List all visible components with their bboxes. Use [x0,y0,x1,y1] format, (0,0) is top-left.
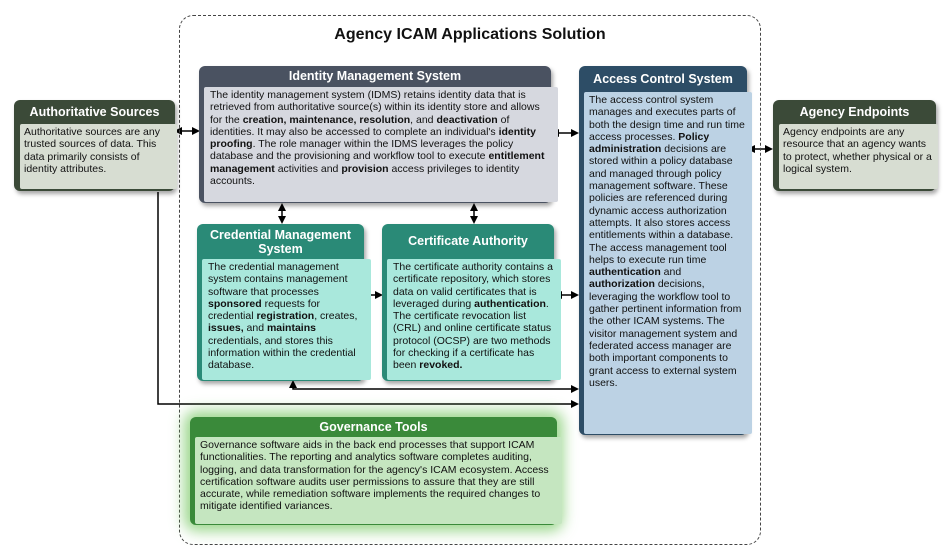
text-segment: of identities. It may also be accessed t… [210,113,510,138]
governance-tools-title: Governance Tools [319,420,428,434]
credential-management-box: Credential Management System The credent… [197,224,371,381]
text-segment: Governance software aids in the back end… [200,439,549,513]
identity-management-body: The identity management system (IDMS) re… [204,87,558,202]
arrow-credential-access-bottom [289,380,579,393]
text-segment: maintains [266,322,316,335]
text-segment: and [243,322,267,335]
authoritative-sources-box: Authoritative Sources Authoritative sour… [14,100,177,191]
certificate-authority-title: Certificate Authority [408,234,528,248]
text-segment: , creates, [314,310,358,323]
identity-management-box: Identity Management System The identity … [199,66,558,203]
text-segment: decisions, leveraging the workflow tool … [589,278,742,389]
text-segment: provision [341,162,389,175]
text-segment: decisions are stored within a policy dat… [589,143,734,266]
text-segment: requests for credential [208,297,321,323]
text-segment: sponsored [208,297,262,310]
text-segment: entitlement management [210,150,545,175]
text-segment: Agency endpoints are any resource that a… [783,126,932,175]
text-segment: registration [256,310,315,323]
identity-management-title: Identity Management System [288,69,462,83]
credential-management-body: The credential management system contain… [202,259,371,380]
text-segment: and [660,266,682,279]
credential-management-title: Credential Management System [209,228,351,256]
text-segment: , and [410,113,437,126]
agency-endpoints-box: Agency Endpoints Agency endpoints are an… [773,100,938,191]
access-control-body: The access control system manages and ex… [584,92,752,434]
access-control-title: Access Control System [593,72,733,86]
agency-endpoints-body: Agency endpoints are any resource that a… [779,124,938,189]
text-segment: The access control system manages and ex… [589,94,745,143]
text-segment: The credential management system contain… [208,261,348,298]
text-segment: access privileges to identity accounts. [210,162,520,188]
text-segment: creation, maintenance, resolution [242,113,411,126]
text-segment: deactivation [436,113,498,126]
text-segment: authentication [589,266,661,279]
text-segment: authentication [474,297,546,310]
certificate-authority-box: Certificate Authority The certificate au… [382,224,561,381]
governance-tools-body: Governance software aids in the back end… [195,437,562,524]
text-segment: Authoritative sources are any trusted so… [24,126,160,175]
page-title: Agency ICAM Applications Solution [334,26,606,43]
certificate-authority-body: The certificate authority contains a cer… [387,259,561,380]
authoritative-sources-body: Authoritative sources are any trusted so… [20,124,177,189]
text-segment: authorization [589,278,655,291]
agency-endpoints-title: Agency Endpoints [799,105,910,119]
text-segment: . The role manager within the IDMS lever… [210,138,514,163]
text-segment: . The certificate revocation list (CRL) … [393,297,552,372]
text-segment: identity proofing [210,125,536,151]
governance-tools-box: Governance Tools Governance software aid… [190,417,562,525]
authoritative-sources-title: Authoritative Sources [29,105,160,119]
text-segment: credentials, and stores this information… [208,334,356,372]
solution-boundary [179,15,761,545]
text-segment: activities and [274,162,342,175]
text-segment: issues, [208,322,244,335]
text-segment: revoked. [419,359,463,372]
text-segment: The identity management system (IDMS) re… [210,89,540,126]
text-segment: The certificate authority contains a cer… [393,261,553,310]
arrow-authoritative-access-bottom [157,192,579,408]
text-segment: Policy administration [589,130,710,156]
access-control-box: Access Control System The access control… [579,66,752,435]
